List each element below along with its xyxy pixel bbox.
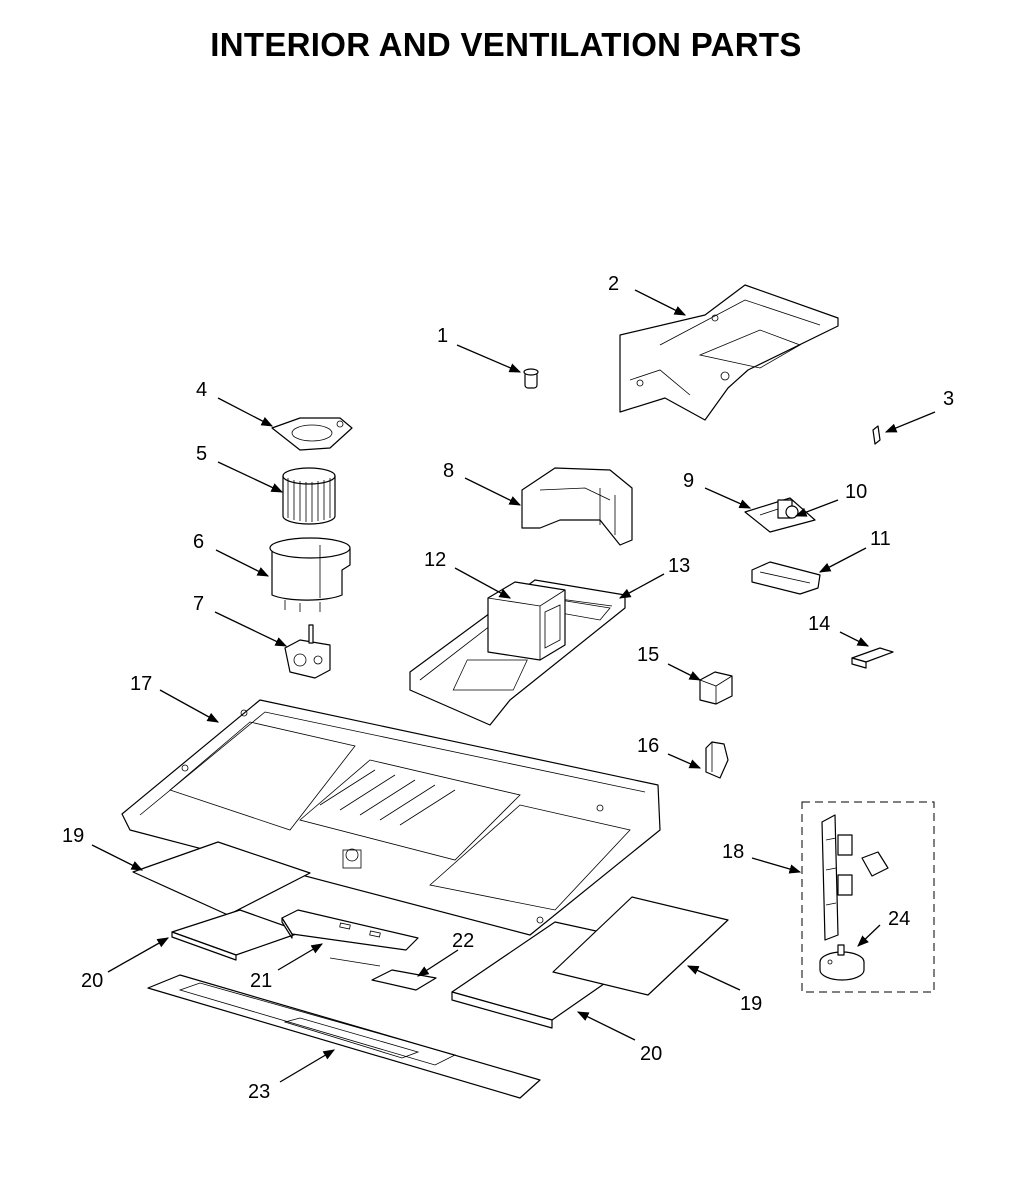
- part-2-mounting-bracket: [619, 284, 839, 421]
- callout-23: 23: [248, 1081, 270, 1103]
- callout-22: 22: [452, 930, 474, 952]
- part-14-plate: [851, 647, 894, 669]
- callout-5: 5: [196, 443, 207, 465]
- callout-7: 7: [193, 593, 204, 615]
- callout-11: 11: [870, 528, 891, 550]
- part-15-switch: [699, 671, 733, 705]
- part-4-blower-cover: [271, 417, 353, 451]
- leader-9: [704, 487, 752, 509]
- part-8-duct: [521, 467, 633, 546]
- leader-11: [818, 547, 867, 573]
- callout-3: 3: [943, 388, 954, 410]
- leader-arrows: [91, 289, 936, 1083]
- leader-5: [217, 461, 284, 493]
- leader-15: [667, 663, 702, 681]
- callout-labels: 1 2 3 4 5 6 7 8 9 10 11 12 13 14 15 16 1…: [62, 273, 954, 1103]
- callout-20-right: 20: [640, 1043, 662, 1065]
- callout-19-right: 19: [740, 993, 762, 1015]
- callout-14: 14: [808, 613, 830, 635]
- leader-20-left: [107, 937, 170, 973]
- callout-19-left: 19: [62, 825, 84, 847]
- leader-24: [857, 924, 881, 947]
- leader-4: [217, 397, 274, 427]
- part-19-filter-sheet-right: [552, 896, 729, 996]
- callout-16: 16: [637, 735, 659, 757]
- part-3-clip: [872, 425, 881, 445]
- part-12-transformer: [487, 581, 566, 661]
- leader-23: [279, 1049, 336, 1083]
- part-19-filter-sheet-left: [132, 841, 311, 916]
- leader-19-left: [91, 844, 144, 871]
- callout-21: 21: [250, 970, 272, 992]
- callout-2: 2: [608, 273, 619, 295]
- part-1-stud: [523, 368, 539, 389]
- callout-8: 8: [443, 460, 454, 482]
- part-18-switch-assembly-group: [801, 801, 935, 993]
- leader-2: [634, 289, 687, 316]
- part-5-blower-wheel: [282, 467, 336, 525]
- leader-17: [159, 689, 220, 723]
- callout-9: 9: [683, 470, 694, 492]
- leader-1: [456, 344, 522, 373]
- part-24-turntable-motor: [819, 944, 865, 981]
- callout-1: 1: [437, 325, 448, 347]
- leader-7: [214, 611, 288, 647]
- leader-20-right: [576, 1011, 636, 1041]
- callout-10: 10: [845, 481, 867, 503]
- leader-12: [454, 567, 512, 599]
- callout-12: 12: [424, 549, 446, 571]
- leader-14: [839, 631, 870, 647]
- diagram-title: INTERIOR AND VENTILATION PARTS: [210, 26, 802, 63]
- part-6-blower-housing: [269, 537, 351, 612]
- callout-17: 17: [130, 673, 152, 695]
- part-23-bottom-frame: [147, 974, 541, 1099]
- leader-6: [215, 549, 270, 577]
- callout-24: 24: [888, 908, 910, 930]
- part-11-bracket: [751, 561, 821, 595]
- callout-4: 4: [196, 379, 207, 401]
- leader-3: [884, 411, 936, 433]
- callout-18: 18: [722, 841, 744, 863]
- leader-16: [667, 753, 702, 769]
- callout-20-left: 20: [81, 970, 103, 992]
- leader-13: [618, 573, 665, 599]
- leader-19-right: [686, 965, 741, 991]
- part-21-light-cover: [281, 909, 419, 951]
- leader-18: [751, 857, 802, 874]
- part-17-base-plate: [121, 699, 661, 936]
- leader-8: [464, 477, 522, 506]
- leader-22: [417, 949, 459, 977]
- callout-13: 13: [668, 555, 690, 577]
- part-7-motor: [284, 624, 331, 679]
- leader-21: [277, 943, 324, 971]
- part-22-lens: [329, 957, 437, 991]
- leader-10: [794, 499, 839, 517]
- callout-15: 15: [637, 644, 659, 666]
- callout-6: 6: [193, 531, 204, 553]
- part-16-switch-holder: [705, 741, 729, 779]
